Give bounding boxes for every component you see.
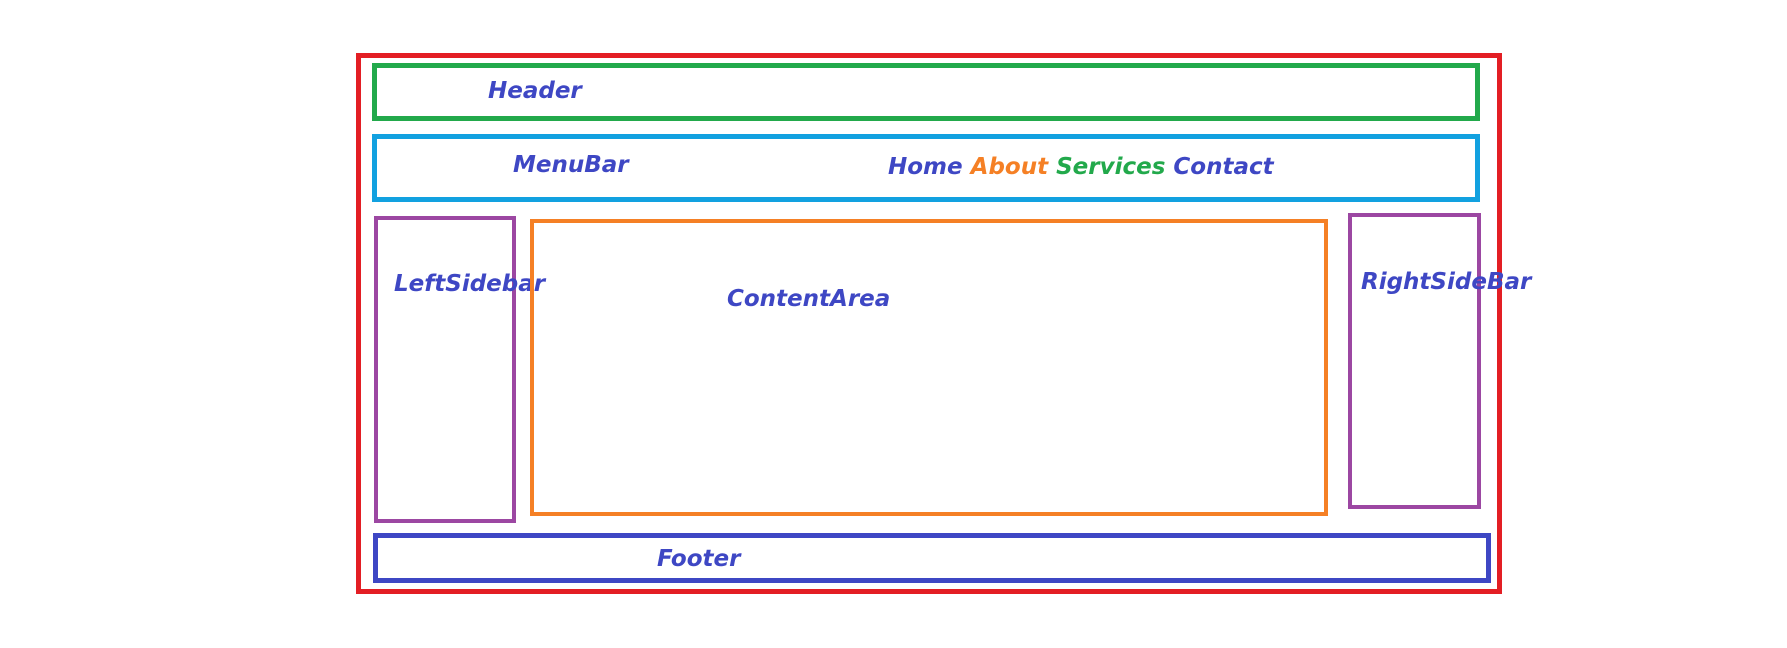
content-area-label: ContentArea: [727, 286, 891, 312]
nav-link-about[interactable]: About: [970, 154, 1049, 180]
left-sidebar-region: [374, 216, 516, 523]
header-region: [372, 63, 1480, 121]
nav-link-home[interactable]: Home: [888, 154, 963, 180]
right-sidebar-label: RightSideBar: [1361, 269, 1532, 295]
left-sidebar-label: LeftSidebar: [394, 271, 546, 297]
footer-region: [373, 533, 1491, 583]
right-sidebar-region: [1348, 213, 1481, 509]
nav-links: Home About Services Contact: [888, 156, 1274, 179]
content-area-region: [530, 219, 1328, 516]
menubar-label: MenuBar: [513, 152, 629, 178]
header-label: Header: [488, 78, 582, 104]
nav-link-services[interactable]: Services: [1056, 154, 1166, 180]
footer-label: Footer: [657, 546, 741, 572]
menubar-region: [372, 134, 1480, 202]
nav-link-contact[interactable]: Contact: [1173, 154, 1274, 180]
page-frame: [356, 53, 1502, 594]
